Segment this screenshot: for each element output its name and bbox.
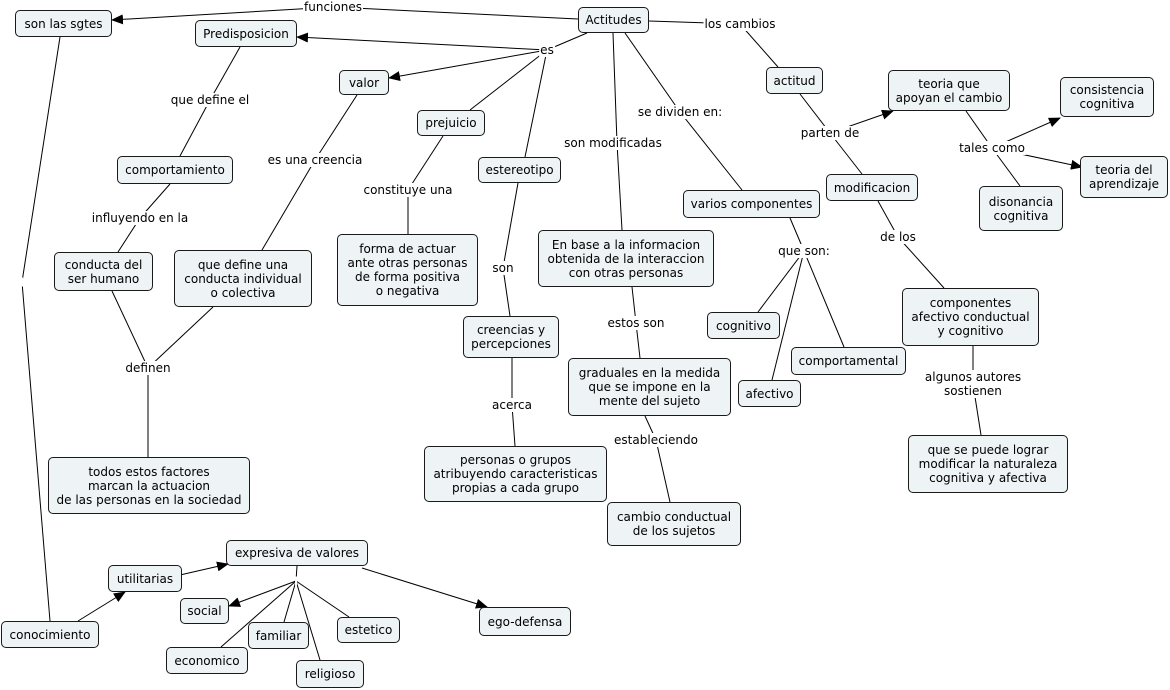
concept-personas-grupos[interactable]: personas o grupos atribuyendo caracteris… [424,446,607,502]
link-line [524,49,548,158]
concept-economico[interactable]: economico [166,647,248,674]
link-line [209,46,241,101]
concept-teoria-cambio[interactable]: teoria que apoyan el cambio [888,70,1010,111]
concept-comportamental[interactable]: comportamental [791,347,906,375]
concept-estereotipo[interactable]: estereotipo [478,157,561,183]
concept-predisposicion[interactable]: Predisposicion [195,20,297,47]
link-line [739,23,779,68]
link-line [803,250,845,348]
concept-valor[interactable]: valor [339,70,389,95]
concept-son-las-sgtes[interactable]: son las sgtes [15,10,112,37]
link-line [616,142,623,231]
link-label-influyendo-en-la: influyendo en la [90,211,190,225]
link-line [612,32,618,144]
concept-estetico[interactable]: estetico [337,617,400,643]
concept-afectivo[interactable]: afectivo [738,380,801,407]
link-line [332,6,579,20]
concept-disonancia-cognitiva[interactable]: disonancia cognitiva [979,186,1063,231]
concept-cambio-conductual[interactable]: cambio conductual de los sujetos [607,502,741,546]
link-line [655,439,671,503]
link-line [771,250,805,381]
concept-actitudes[interactable]: Actitudes [578,7,649,33]
concept-en-base[interactable]: En base a la informacion obtenida de la … [538,230,714,287]
link-line [147,306,214,369]
concept-todos-estos-factores[interactable]: todos estos factores marcan la actuacion… [48,457,250,514]
concept-define-conducta[interactable]: que define una conducta individual o col… [174,250,312,307]
link-line [283,580,297,623]
link-label-algunos-autores-sostienen: algunos autores sostienen [923,370,1023,398]
link-line [897,236,945,289]
concept-varios-componentes[interactable]: varios componentes [683,190,820,218]
link-line [77,591,126,622]
link-label-de-los: de los [879,230,917,244]
concept-conducta-ser-humano[interactable]: conducta del ser humano [54,252,153,291]
link-line [228,580,297,607]
link-label-es: es [539,43,555,57]
link-label-son-modificadas: son modificadas [563,136,663,150]
link-label-tales-como: tales como [958,141,1026,155]
link-line [502,182,519,269]
link-label-acerca: acerca [491,398,533,412]
link-label-estableciendo: estableciendo [613,433,699,447]
link-line [624,32,681,113]
concept-teoria-aprendizaje[interactable]: teoria del aprendizaje [1080,156,1168,198]
link-line [21,36,61,283]
link-line [296,32,548,51]
concept-religioso[interactable]: religioso [296,660,364,688]
link-label-definen: definen [124,361,172,375]
concept-forma-de-actuar[interactable]: forma de actuar ante otras personas de f… [337,234,478,306]
link-line [314,94,358,161]
concept-conocimiento[interactable]: conocimiento [1,621,99,648]
link-line [502,267,511,317]
link-line [111,290,149,369]
link-line [295,580,321,661]
concept-se-puede-lograr[interactable]: que se puede lograr modificar la natural… [908,435,1068,493]
concept-componentes-afectivo[interactable]: componentes afectivo conductual y cognit… [902,288,1039,346]
concept-ego-defensa[interactable]: ego-defensa [479,607,571,636]
concept-utilitarias[interactable]: utilitarias [108,565,182,592]
link-label-que-son: que son: [777,244,831,258]
concept-comportamiento[interactable]: comportamiento [117,156,233,184]
link-label-funciones: funciones [303,0,363,14]
link-label-parten-de: parten de [799,126,861,140]
link-label-constituye-una: constituye una [362,183,454,197]
link-label-se-dividen-en: se dividen en: [636,105,724,119]
link-line [179,99,211,157]
link-label-que-define-el: que define el [169,93,251,107]
link-line [361,567,488,609]
link-label-estos-son: estos son [606,316,666,330]
concept-graduales[interactable]: graduales en la medida que se impone en … [568,358,731,416]
concept-familiar[interactable]: familiar [248,622,309,649]
link-line [388,49,548,82]
link-label-son: son [491,261,515,275]
link-line [469,49,548,111]
concept-consistencia-cognitiva[interactable]: consistencia cognitiva [1060,77,1154,117]
concept-social[interactable]: social [180,598,229,624]
link-line [111,6,334,25]
concept-actitud[interactable]: actitud [766,67,823,94]
concept-creencias-percepciones[interactable]: creencias y percepciones [463,316,559,358]
concept-modificacion[interactable]: modificacion [826,174,918,201]
concept-expresiva-de-valores[interactable]: expresiva de valores [226,540,368,566]
link-line [261,159,316,251]
link-line [407,135,444,191]
concept-prejuicio[interactable]: prejuicio [417,110,485,136]
concept-cognitivo[interactable]: cognitivo [707,312,780,339]
link-line [295,580,350,618]
link-label-es-una-creencia: es una creencia [266,153,364,167]
link-label-blank [295,576,297,586]
link-label-los-cambios: los cambios [703,17,777,31]
link-line [757,250,805,313]
link-label-blank [21,277,23,287]
link-line [179,561,229,576]
link-line [21,281,51,622]
link-line [679,111,743,191]
link-line [220,580,297,648]
